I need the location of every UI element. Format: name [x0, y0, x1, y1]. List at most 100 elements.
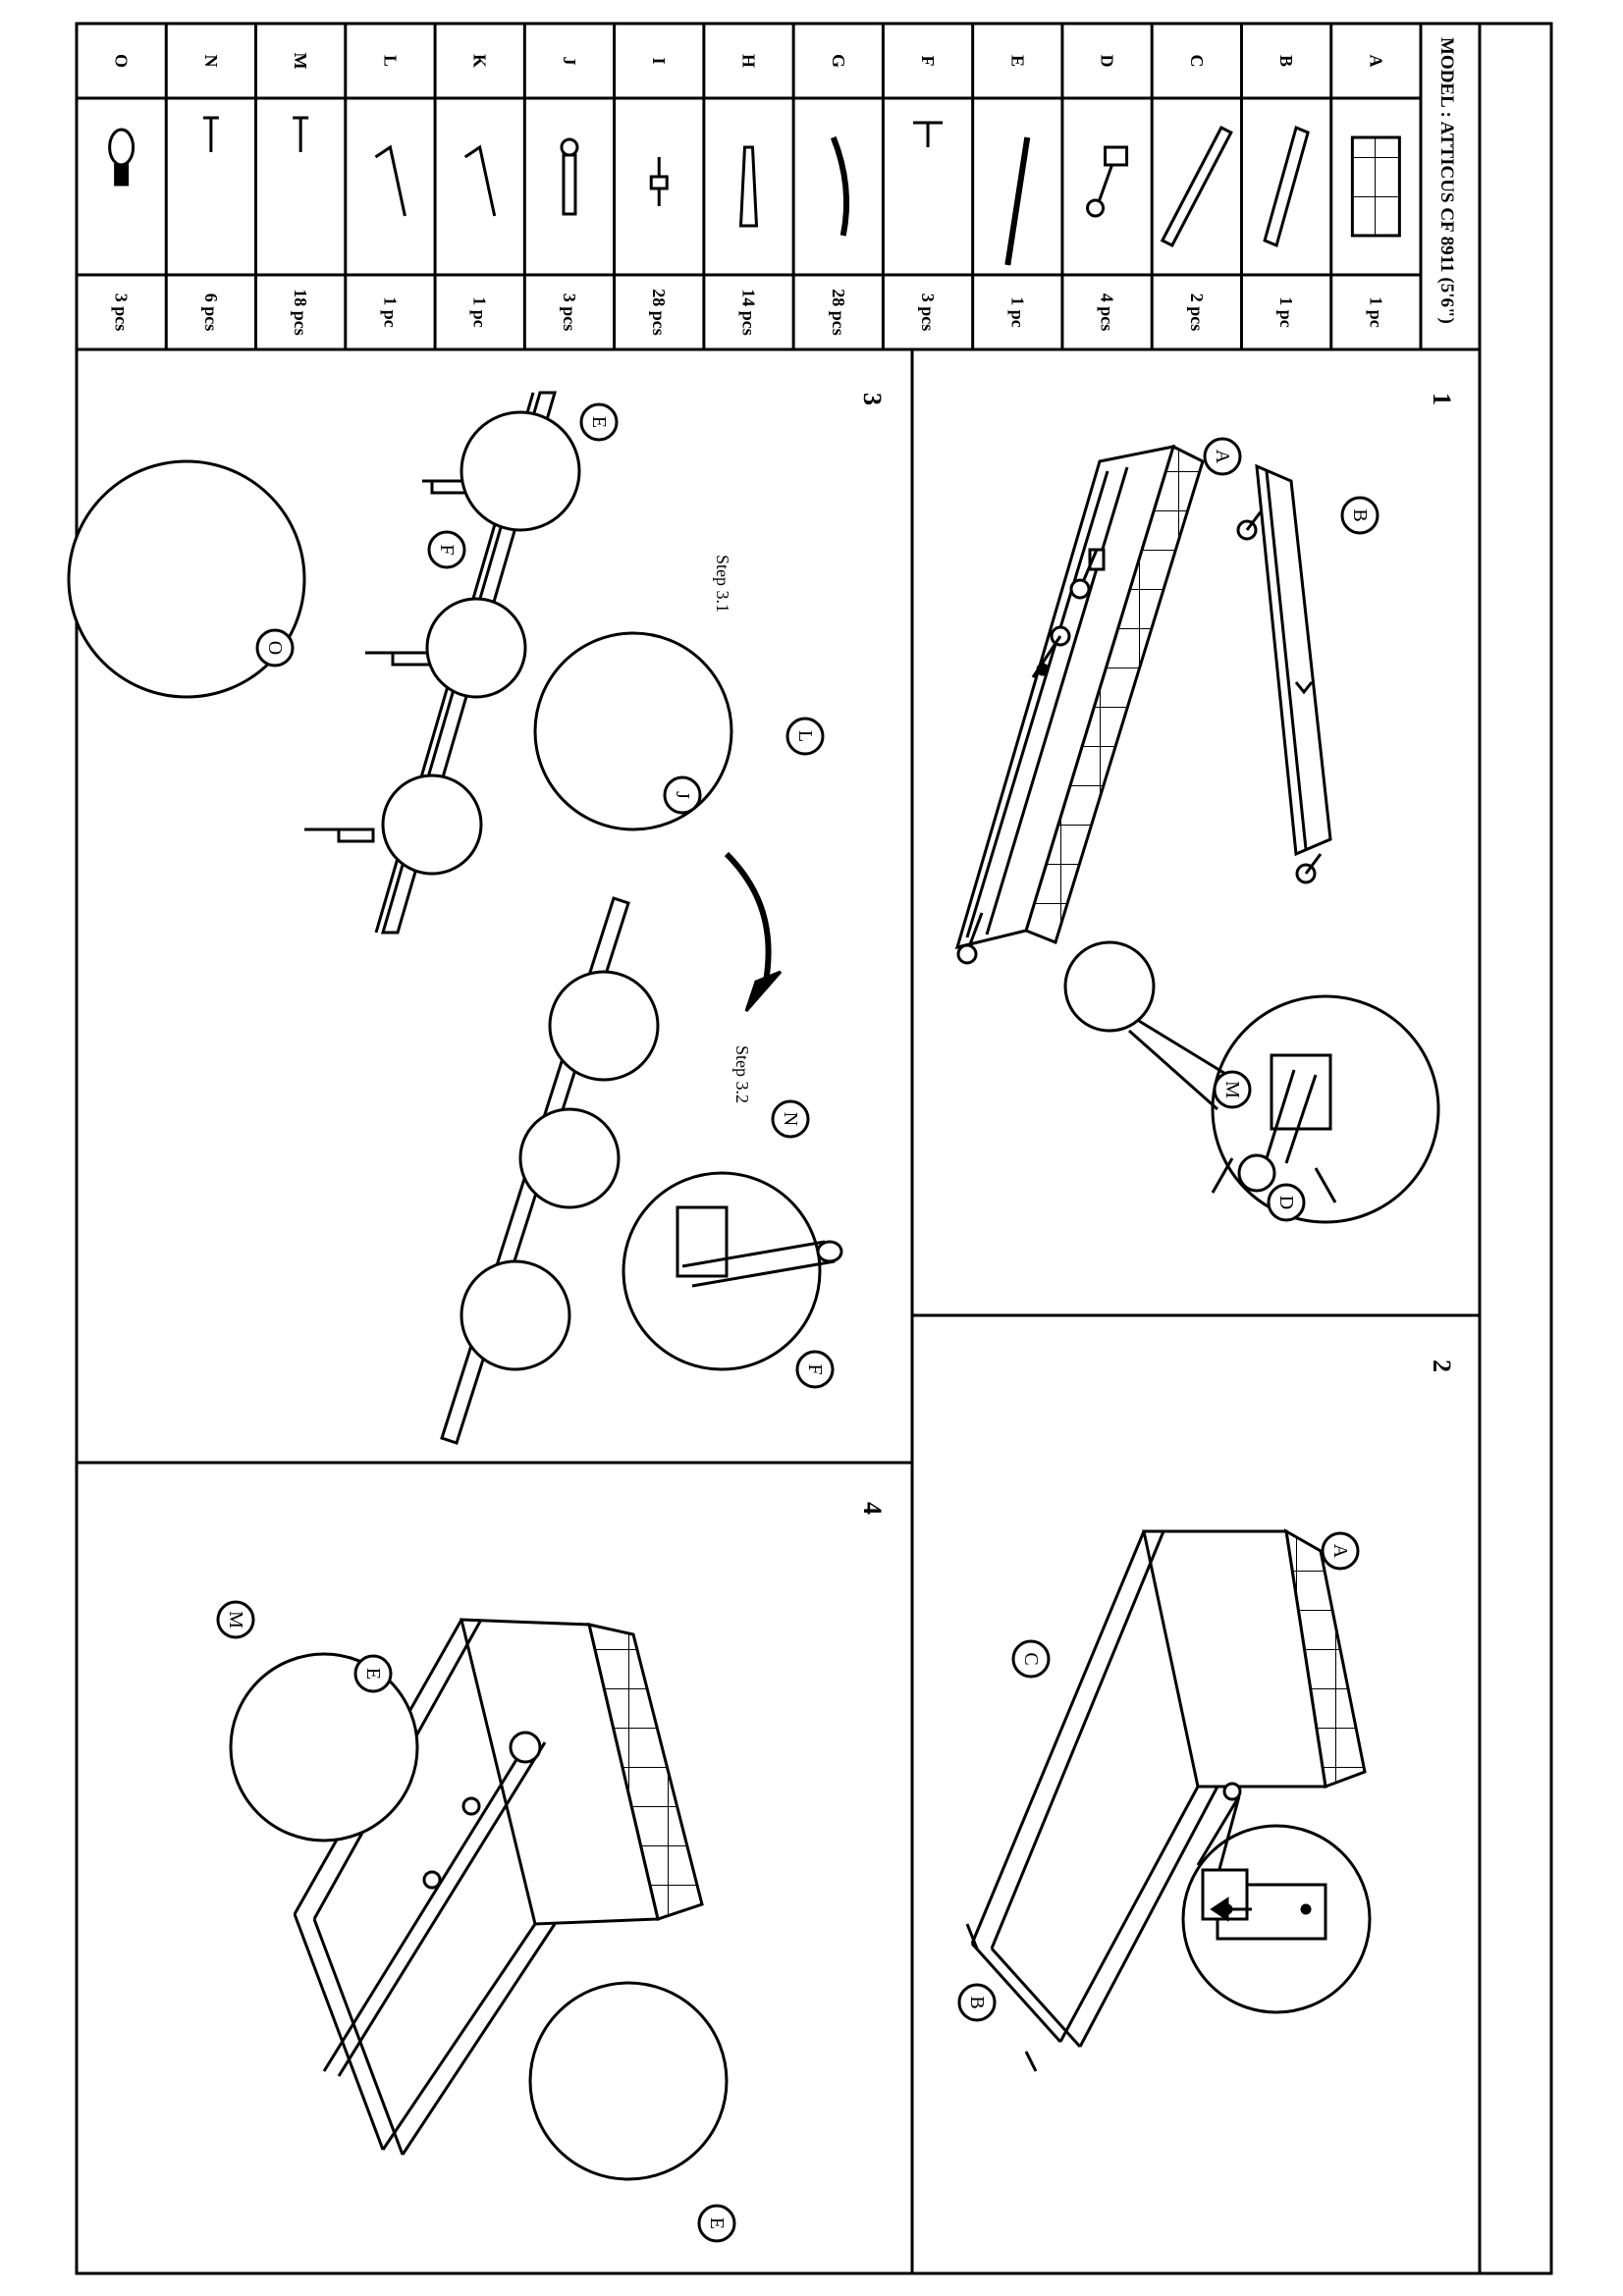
headboard-panel-icon	[1350, 135, 1401, 238]
part-quantity: 1 pc	[470, 296, 490, 328]
part-quantity: 14 pcs	[739, 289, 759, 336]
callout-letter: E	[588, 416, 610, 428]
callout-bubble: B	[1340, 496, 1380, 535]
adjustable-foot-icon	[108, 128, 135, 187]
callout-letter: A	[1212, 450, 1233, 464]
part-quantity: 1 pc	[1276, 296, 1296, 328]
step-number: 2	[1428, 1360, 1456, 1372]
part-letter: F	[918, 56, 938, 67]
callout-bubble: C	[1011, 1639, 1051, 1679]
parts-table-column: C2 pcs	[1160, 55, 1233, 332]
callout-bubble: M	[216, 1600, 255, 1639]
wood-screw-icon	[293, 116, 309, 152]
part-quantity: 6 pcs	[201, 294, 221, 332]
callout-bubble: L	[785, 717, 825, 756]
bed-frame-drawing	[965, 1528, 1367, 2072]
step-2-detail-magnifier	[1181, 1795, 1372, 2014]
callout-bubble: A	[1203, 437, 1242, 476]
centre-beam-icon	[1004, 136, 1031, 266]
centre-beam-drawing-2	[440, 851, 843, 1445]
step-1-panel: 1	[954, 393, 1456, 1224]
part-quantity: 28 pcs	[829, 289, 848, 336]
callout-letter: C	[1020, 1652, 1042, 1665]
substep-label: Step 3.2	[732, 1045, 752, 1103]
callout-bubble: F	[427, 530, 466, 569]
callout-letter: J	[672, 791, 693, 799]
part-letter: O	[112, 54, 132, 68]
model-label: MODEL : ATTICUS CF 8911 (5'6")	[1436, 37, 1457, 324]
parts-table-column: K 1 pc	[463, 54, 497, 328]
part-letter: E	[1007, 55, 1027, 67]
callout-bubble: J	[663, 775, 702, 815]
step-4-panel: 4	[229, 1502, 887, 2181]
part-letter: K	[470, 54, 490, 68]
callout-bubble: O	[255, 628, 295, 667]
callout-bubble: E	[697, 2204, 736, 2243]
substep-label: Step 3.1	[713, 555, 732, 613]
step-2-panel: 2	[965, 1360, 1456, 2072]
allen-key-icon	[374, 144, 406, 217]
part-letter: L	[380, 55, 400, 67]
callout-letter: L	[794, 730, 816, 742]
callout-bubble: B	[957, 1983, 997, 2022]
part-letter: M	[291, 53, 310, 70]
part-letter: B	[1276, 55, 1296, 67]
step-1-detail-magnifier	[1063, 940, 1440, 1224]
parts-table-column: E1 pc	[1004, 55, 1031, 328]
parts-table-column: F 3 pcs	[913, 56, 944, 332]
slat-holder-icon	[738, 145, 759, 228]
slat-icon	[830, 135, 850, 237]
callout-letter: B	[1349, 508, 1371, 521]
parts-table-column: I28 pcs	[649, 57, 669, 335]
assembled-bed-drawing	[229, 1618, 729, 2181]
part-letter: G	[829, 54, 848, 68]
callout-letter: N	[780, 1112, 801, 1126]
callout-bubble: N	[771, 1099, 810, 1139]
callout-bubble: E	[353, 1654, 393, 1693]
support-leg-icon	[913, 121, 944, 147]
part-quantity: 1 pc	[380, 296, 400, 328]
part-quantity: 3 pcs	[918, 294, 938, 332]
parts-table-column: B 1 pc	[1263, 55, 1310, 328]
part-letter: A	[1366, 55, 1385, 68]
parts-table-column: H 14 pcs	[739, 54, 759, 336]
parts-table-column: N 6 pcs	[201, 55, 221, 332]
parts-table-column: A 1 pc	[1350, 55, 1401, 328]
footboard-rail-icon	[1263, 125, 1310, 248]
callout-bubble: E	[579, 402, 619, 442]
footboard-drawing	[1236, 463, 1332, 884]
parts-table-column: L 1 pc	[374, 55, 406, 328]
centre-beam-drawing	[67, 391, 733, 934]
side-rail-icon	[1160, 125, 1233, 248]
part-quantity: 28 pcs	[649, 289, 669, 336]
callout-letter: E	[362, 1668, 384, 1680]
slat-cap-icon	[649, 157, 669, 206]
parts-table-column: O 3 pcs	[108, 54, 135, 332]
callout-letter: E	[706, 2217, 728, 2229]
callout-letter: D	[1275, 1196, 1297, 1209]
part-letter: N	[201, 55, 221, 68]
parts-table-column: D 4 pcs	[1086, 55, 1129, 332]
step-number: 3	[858, 393, 887, 405]
step-number: 4	[858, 1502, 887, 1515]
part-letter: J	[560, 57, 579, 66]
callout-bubble: M	[1213, 1070, 1252, 1109]
callout-bubble: A	[1321, 1531, 1360, 1571]
step-3-panel: 3 Step 3.1 Step 3.2	[67, 391, 887, 1445]
part-quantity: 3 pcs	[112, 294, 132, 332]
part-letter: H	[739, 54, 759, 68]
part-quantity: 2 pcs	[1187, 294, 1207, 332]
part-quantity: 3 pcs	[560, 294, 579, 332]
part-letter: D	[1098, 55, 1117, 68]
part-quantity: 1 pc	[1366, 296, 1385, 328]
part-quantity: 4 pcs	[1098, 294, 1117, 332]
parts-table-column: M18 pcs	[291, 53, 310, 336]
parts-table-column: G 28 pcs	[829, 54, 850, 336]
allen-bolt-icon	[560, 137, 579, 216]
parts-table-column: J 3 pcs	[560, 57, 579, 332]
callout-letter: M	[1221, 1081, 1243, 1098]
step-number: 1	[1428, 393, 1456, 405]
